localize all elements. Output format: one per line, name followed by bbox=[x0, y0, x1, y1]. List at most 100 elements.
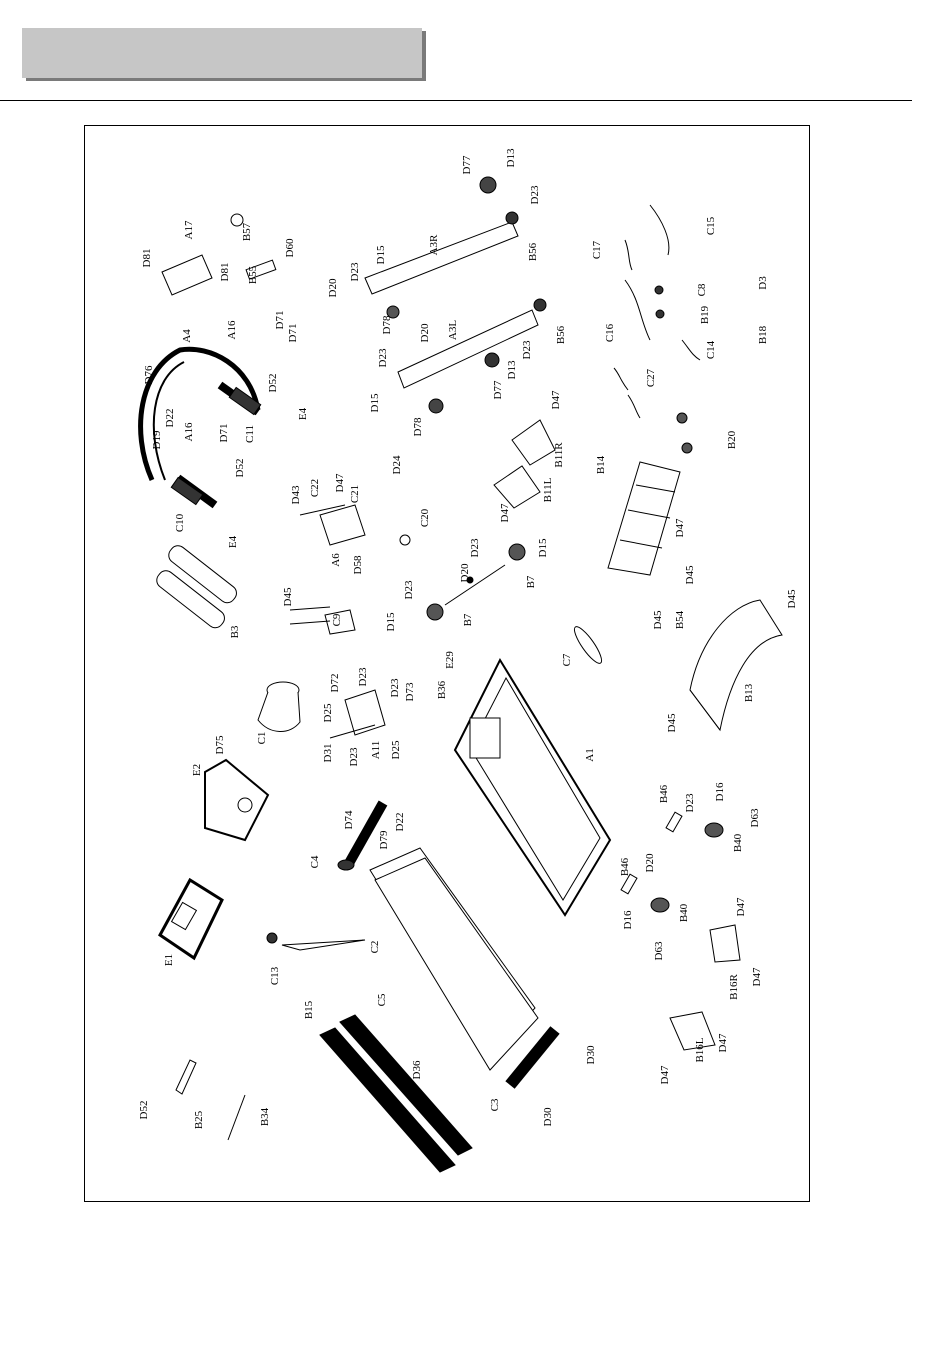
part-label-d43: D43 bbox=[290, 485, 302, 504]
part-label-d52: D52 bbox=[267, 374, 279, 393]
part-label-b46: B46 bbox=[619, 857, 631, 876]
part-label-a6: A6 bbox=[330, 553, 342, 567]
part-label-d71: D71 bbox=[287, 324, 299, 343]
part-label-d71: D71 bbox=[218, 424, 230, 443]
part-label-d13: D13 bbox=[506, 360, 518, 379]
part-label-c4: C4 bbox=[309, 855, 321, 868]
part-label-d47: D47 bbox=[735, 897, 747, 916]
part-B15-strips bbox=[319, 1014, 473, 1173]
part-label-d52: D52 bbox=[234, 459, 246, 478]
part-label-c11: C11 bbox=[244, 425, 256, 443]
part-label-d47: D47 bbox=[550, 390, 562, 409]
part-C9 bbox=[289, 606, 356, 635]
part-C3-roller bbox=[505, 1026, 560, 1089]
part-label-d16: D16 bbox=[622, 910, 634, 929]
part-label-d16: D16 bbox=[714, 782, 726, 801]
part-label-d23: D23 bbox=[469, 538, 481, 557]
part-label-d25: D25 bbox=[390, 740, 402, 759]
part-label-d47: D47 bbox=[751, 967, 763, 986]
part-label-e4: E4 bbox=[227, 535, 239, 548]
part-label-c8: C8 bbox=[696, 283, 708, 296]
part-A1-frame bbox=[453, 657, 612, 917]
part-label-a16: A16 bbox=[226, 320, 238, 339]
part-label-c17: C17 bbox=[591, 240, 603, 259]
part-label-d45: D45 bbox=[786, 589, 798, 608]
part-label-c9: C9 bbox=[331, 613, 343, 626]
part-B7-rollers bbox=[426, 543, 526, 621]
part-B14-hood bbox=[607, 461, 681, 576]
part-label-a11: A11 bbox=[370, 741, 382, 760]
part-label-c1: C1 bbox=[256, 732, 268, 745]
part-label-d74: D74 bbox=[343, 810, 355, 829]
part-label-d31: D31 bbox=[322, 744, 334, 763]
part-label-d78: D78 bbox=[412, 417, 424, 436]
part-label-d75: D75 bbox=[214, 735, 226, 754]
part-label-d15: D15 bbox=[537, 538, 549, 557]
part-label-b11r: B11R bbox=[553, 442, 565, 468]
part-E1-display bbox=[158, 877, 224, 961]
part-wires bbox=[613, 204, 701, 454]
part-label-d23: D23 bbox=[349, 262, 361, 281]
part-label-c7: C7 bbox=[561, 653, 573, 666]
part-label-b7: B7 bbox=[462, 613, 474, 626]
part-A3L-rail bbox=[397, 298, 547, 414]
part-label-b36: B36 bbox=[436, 680, 448, 699]
part-A11-bracket bbox=[329, 689, 386, 739]
part-label-d81: D81 bbox=[141, 249, 153, 268]
part-C1-motor bbox=[257, 681, 301, 732]
part-label-d23: D23 bbox=[389, 678, 401, 697]
part-A17-plate bbox=[161, 213, 277, 296]
part-label-d15: D15 bbox=[375, 245, 387, 264]
part-label-d77: D77 bbox=[461, 155, 473, 174]
part-label-c13: C13 bbox=[269, 966, 281, 985]
part-label-d13: D13 bbox=[505, 148, 517, 167]
part-label-c21: C21 bbox=[349, 485, 361, 503]
part-A4-handlebar bbox=[138, 346, 262, 509]
part-label-d71: D71 bbox=[274, 311, 286, 330]
part-label-e1: E1 bbox=[163, 954, 175, 966]
part-label-a17: A17 bbox=[183, 220, 195, 239]
part-label-d47: D47 bbox=[499, 503, 511, 522]
part-label-d23: D23 bbox=[529, 185, 541, 204]
part-label-b55: B55 bbox=[247, 265, 259, 284]
part-label-b57: B57 bbox=[241, 222, 253, 241]
part-label-d60: D60 bbox=[284, 238, 296, 257]
part-label-d45: D45 bbox=[652, 610, 664, 629]
part-label-a1: A1 bbox=[584, 748, 596, 761]
part-label-d30: D30 bbox=[585, 1045, 597, 1064]
part-label-c22: C22 bbox=[309, 479, 321, 497]
part-label-b11l: B11L bbox=[542, 477, 554, 502]
part-label-b46: B46 bbox=[658, 784, 670, 803]
part-label-d20: D20 bbox=[459, 563, 471, 582]
part-label-d20: D20 bbox=[644, 853, 656, 872]
part-B13-cover bbox=[689, 599, 783, 732]
part-label-e4: E4 bbox=[297, 407, 309, 420]
part-label-b54: B54 bbox=[674, 610, 686, 629]
part-label-d52: D52 bbox=[138, 1101, 150, 1120]
part-label-d25: D25 bbox=[322, 703, 334, 722]
part-label-d23: D23 bbox=[403, 580, 415, 599]
parts-drawing bbox=[138, 176, 783, 1173]
part-label-c14: C14 bbox=[705, 340, 717, 359]
part-label-c27: C27 bbox=[645, 368, 657, 387]
part-label-d77: D77 bbox=[492, 380, 504, 399]
part-label-c5: C5 bbox=[376, 993, 388, 1006]
part-label-d63: D63 bbox=[749, 808, 761, 827]
part-B46-B40 bbox=[620, 811, 724, 913]
part-label-b13: B13 bbox=[743, 683, 755, 702]
part-label-d23: D23 bbox=[357, 667, 369, 686]
part-label-d22: D22 bbox=[164, 409, 176, 428]
part-label-d23: D23 bbox=[348, 747, 360, 766]
part-label-d45: D45 bbox=[684, 565, 696, 584]
part-label-b34: B34 bbox=[259, 1107, 271, 1126]
part-label-d22: D22 bbox=[394, 813, 406, 832]
part-label-d45: D45 bbox=[666, 713, 678, 732]
part-B3-grips bbox=[156, 545, 237, 629]
part-label-d20: D20 bbox=[419, 323, 431, 342]
part-label-a4: A4 bbox=[181, 329, 193, 343]
part-label-d19: D19 bbox=[151, 430, 163, 449]
part-label-d47: D47 bbox=[334, 473, 346, 492]
part-label-b18: B18 bbox=[757, 325, 769, 344]
part-A6-bracket bbox=[299, 504, 366, 546]
